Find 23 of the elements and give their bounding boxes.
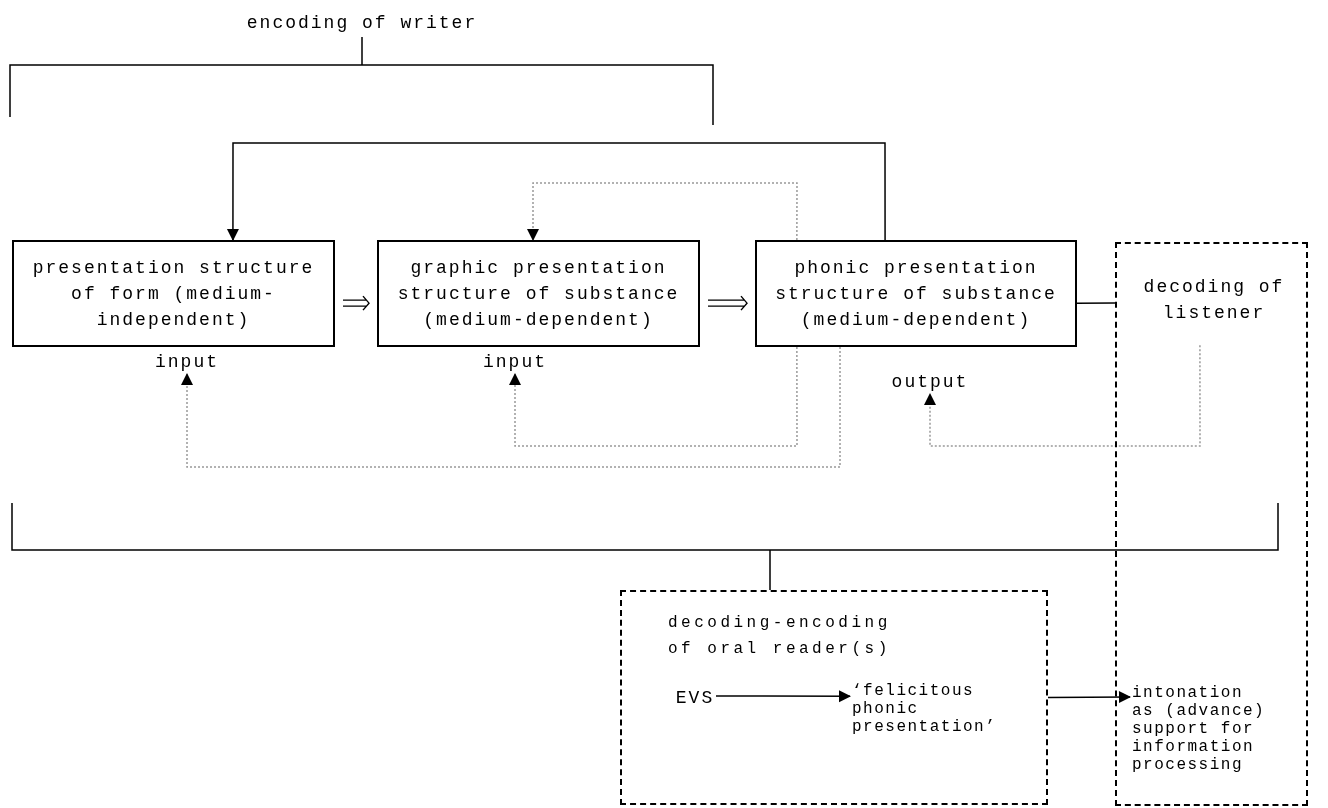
node-text: decoding of listener xyxy=(1142,276,1286,325)
text-label: output xyxy=(890,370,970,394)
arrow xyxy=(181,346,841,468)
dashed-box xyxy=(620,590,1048,805)
arrow xyxy=(1047,691,1131,704)
process-box: phonic presentation structure of substance (medium-dependent) xyxy=(755,240,1077,347)
node-text: decoding-encoding of oral reader(s) xyxy=(668,613,892,660)
text-label: ‘felicitous phonic presentation’ xyxy=(852,682,1037,756)
text-label: input xyxy=(150,350,224,374)
arrow xyxy=(715,690,851,703)
dashed-column-box xyxy=(1115,242,1308,806)
process-box: presentation structure of form (medium-independent) xyxy=(12,240,335,347)
double-arrow xyxy=(707,295,748,311)
arrow xyxy=(527,182,798,241)
process-box: graphic presentation structure of substance (medium-dependent) xyxy=(377,240,700,347)
connector-line xyxy=(1076,302,1116,304)
arrow xyxy=(924,344,1201,447)
text-label: input xyxy=(478,350,552,374)
arrow xyxy=(226,142,886,241)
arrow xyxy=(509,346,798,447)
text-label: EVS xyxy=(672,686,718,710)
double-arrow xyxy=(342,295,370,311)
text-label: intonation as (advance) support for information processing xyxy=(1132,684,1272,784)
